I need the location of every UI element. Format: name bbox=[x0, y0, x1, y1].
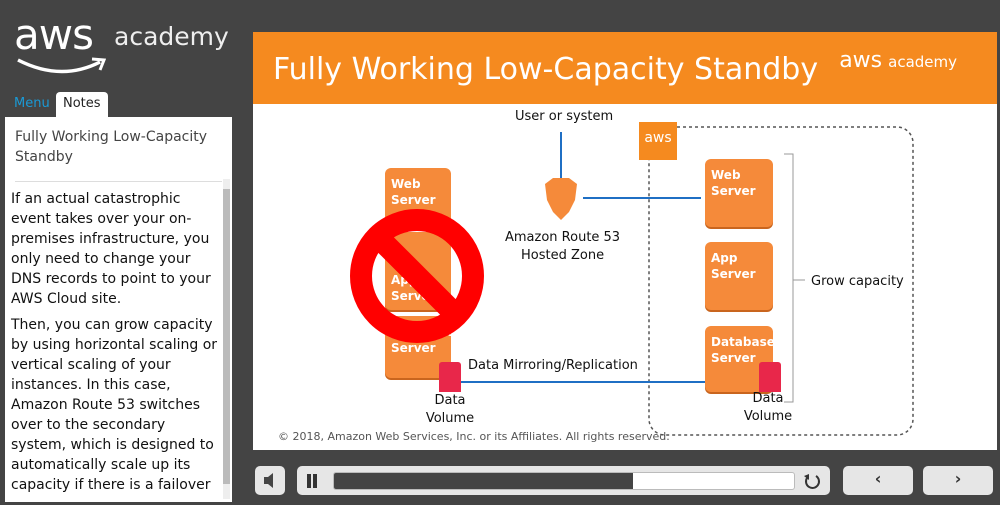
user-label: User or system bbox=[515, 109, 614, 124]
data-volume-icon bbox=[439, 362, 461, 392]
copyright: © 2018, Amazon Web Services, Inc. or its… bbox=[278, 430, 670, 443]
notes-scrollbar[interactable] bbox=[223, 179, 230, 499]
grow-capacity-label: Grow capacity bbox=[811, 274, 904, 289]
scrollbar-thumb[interactable] bbox=[223, 189, 230, 484]
slide-logo-academy: academy bbox=[888, 53, 957, 71]
slide-logo: aws academy bbox=[839, 48, 957, 73]
replay-icon[interactable] bbox=[802, 471, 822, 491]
chevron-right-icon: › bbox=[954, 469, 962, 488]
cloud-volume-label: Data Volume bbox=[743, 391, 793, 424]
slide-title: Fully Working Low-Capacity Standby bbox=[273, 52, 819, 87]
progress-bar[interactable] bbox=[333, 472, 795, 490]
previous-button[interactable]: ‹ bbox=[843, 466, 913, 495]
cloud-web-server: Web Server bbox=[705, 159, 773, 227]
tab-notes[interactable]: Notes bbox=[56, 92, 108, 118]
route53-label: Amazon Route 53 Hosted Zone bbox=[505, 230, 621, 263]
pause-icon[interactable] bbox=[305, 473, 319, 489]
mirroring-label: Data Mirroring/Replication bbox=[468, 358, 638, 373]
speaker-icon bbox=[264, 473, 273, 488]
notes-paragraph: Then, you can grow capacity by using hor… bbox=[11, 317, 218, 493]
route53-shield-icon bbox=[545, 178, 577, 220]
divider bbox=[15, 181, 222, 182]
cloud-app-server: App Server bbox=[705, 242, 773, 310]
notes-paragraph: If an actual catastrophic event takes ov… bbox=[11, 191, 211, 307]
logo-aws: aws bbox=[14, 10, 94, 59]
data-volume-icon bbox=[759, 362, 781, 392]
logo-academy: academy bbox=[114, 22, 229, 51]
aws-badge: aws bbox=[639, 122, 677, 160]
diagram-lines bbox=[461, 126, 914, 436]
next-button[interactable]: › bbox=[923, 466, 993, 495]
progress-fill bbox=[334, 473, 633, 489]
chevron-left-icon: ‹ bbox=[874, 469, 882, 488]
notes-panel: Fully Working Low-Capacity Standby If an… bbox=[5, 117, 232, 502]
prohibited-icon bbox=[350, 209, 484, 343]
smile-arrow-icon bbox=[17, 57, 106, 74]
slide-logo-aws: aws bbox=[839, 48, 883, 73]
notes-title: Fully Working Low-Capacity Standby bbox=[15, 129, 208, 165]
playback-bar bbox=[297, 466, 830, 495]
tab-menu[interactable]: Menu bbox=[14, 96, 50, 111]
onprem-volume-label: Data Volume bbox=[425, 393, 475, 426]
volume-button[interactable] bbox=[255, 466, 285, 495]
